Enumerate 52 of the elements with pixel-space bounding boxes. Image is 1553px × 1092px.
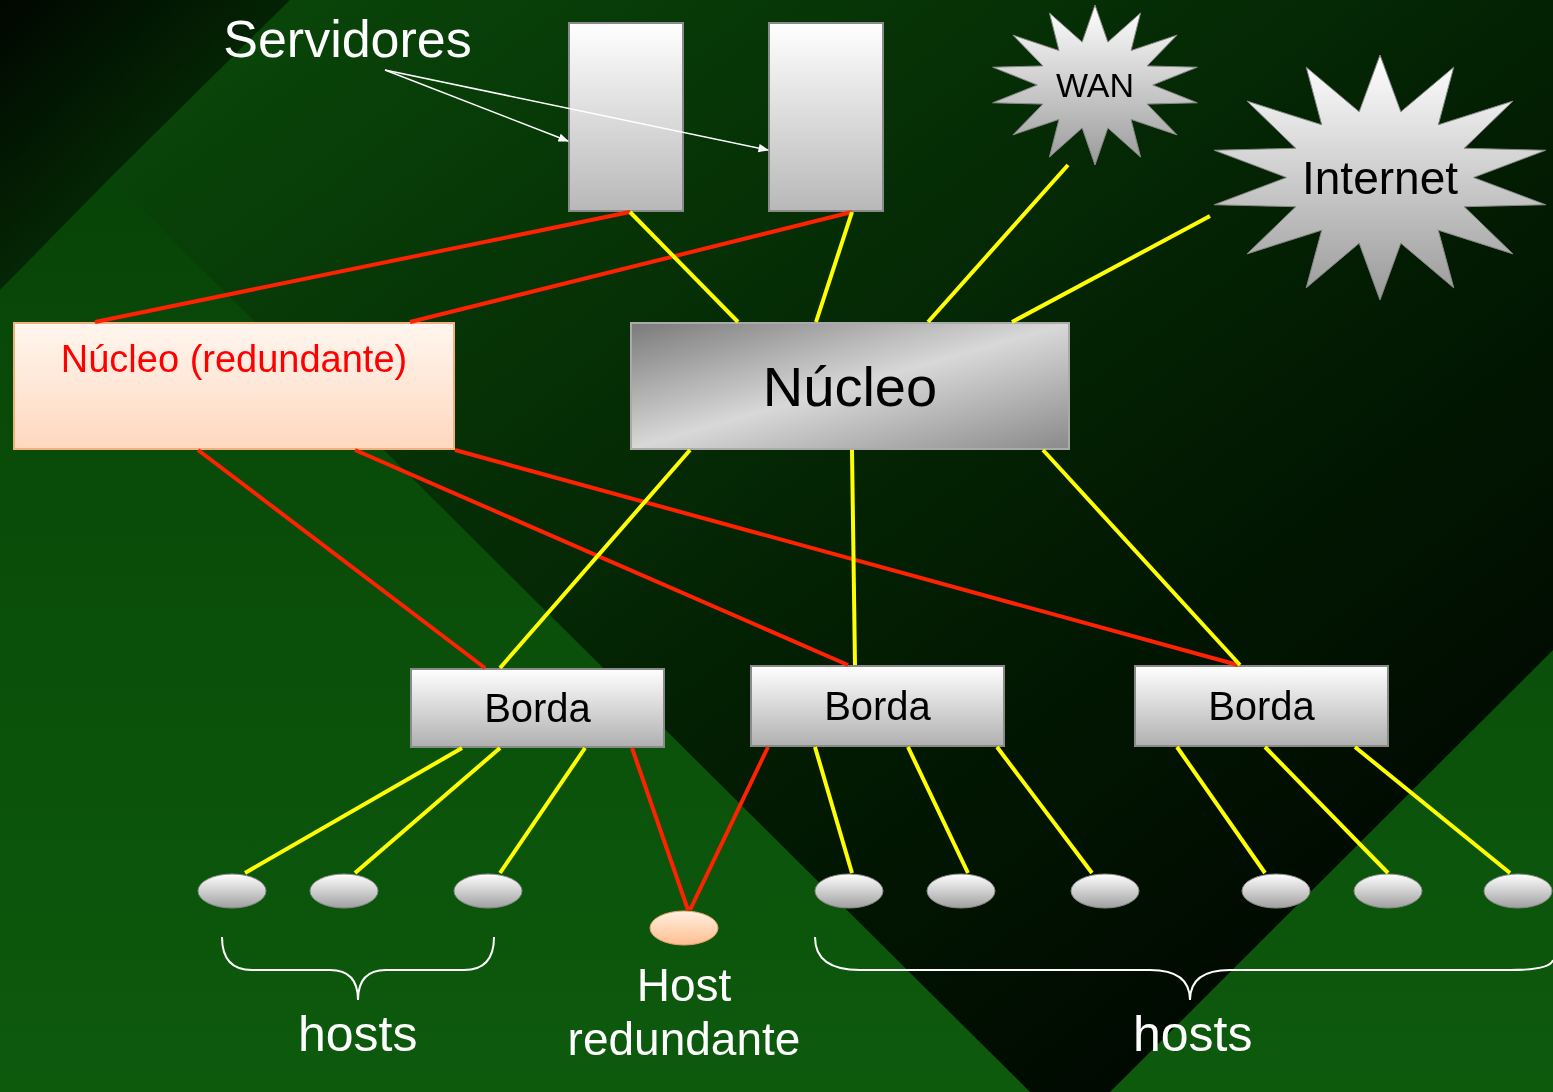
connection-line [94, 210, 631, 324]
leader-arrow [384, 69, 770, 153]
connection-line [1041, 448, 1242, 667]
node-label: Internet [1302, 150, 1458, 205]
host-ellipse [1483, 873, 1553, 909]
host-ellipse [1241, 873, 1311, 909]
host-ellipse [926, 873, 996, 909]
leader-arrow [384, 69, 569, 142]
host-ellipse [1070, 873, 1140, 909]
connection-line [1353, 745, 1512, 875]
connection-line [1011, 214, 1211, 324]
connection-line [244, 746, 463, 875]
node-label: WAN [1055, 65, 1135, 105]
connection-line [354, 448, 849, 667]
connection-line [353, 746, 502, 875]
connection-line [196, 448, 487, 670]
title-text: Servidores [223, 9, 472, 69]
core-switch-box [630, 322, 1070, 450]
core-switch-box [13, 322, 455, 450]
connection-line [906, 746, 970, 874]
server-box [768, 22, 884, 212]
edge-switch-box [410, 668, 665, 748]
connection-line [1175, 745, 1267, 875]
group-label: hosts [1133, 1005, 1253, 1063]
connection-line [630, 747, 690, 911]
node-label: Borda [824, 683, 931, 729]
connection-line [498, 746, 587, 875]
host-ellipse [309, 873, 379, 909]
host-ellipse [197, 873, 267, 909]
host-caption: Host redundante [566, 958, 802, 1066]
edge-switch-box [750, 665, 1005, 747]
connection-line [498, 448, 692, 670]
connection-line [1263, 745, 1390, 875]
node-label: Borda [484, 685, 591, 731]
edge-switch-box [1134, 665, 1389, 747]
network-cloud-star [990, 5, 1200, 165]
connection-line [813, 746, 854, 874]
connection-line [688, 746, 770, 911]
group-label: hosts [298, 1005, 418, 1063]
connection-line [995, 745, 1094, 875]
host-ellipse [1353, 873, 1423, 909]
server-box [568, 22, 684, 212]
connection-line [409, 210, 853, 324]
connection-line [814, 211, 854, 323]
connection-line [850, 449, 857, 666]
host-ellipse [453, 873, 523, 909]
node-label: Borda [1208, 683, 1315, 729]
connection-line [454, 448, 1239, 667]
node-label: Núcleo (redundante) [60, 338, 408, 381]
host-ellipse [814, 873, 884, 909]
connection-line [628, 210, 740, 324]
node-label: Núcleo [762, 353, 938, 419]
